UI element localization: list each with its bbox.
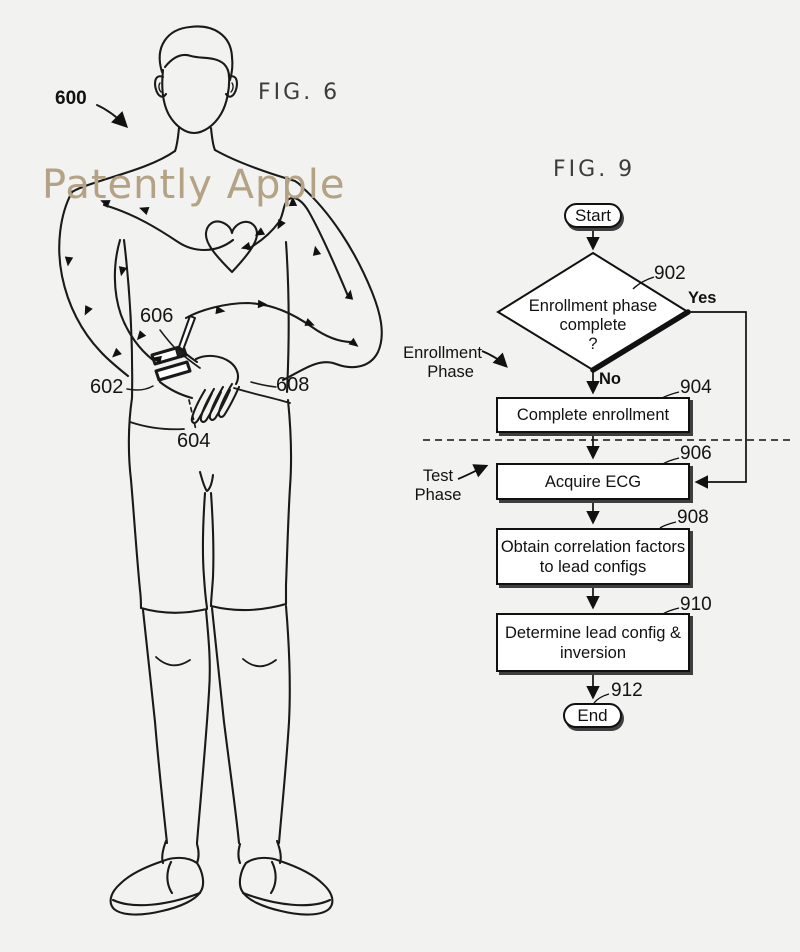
flowchart-lines <box>423 227 795 704</box>
smartwatch <box>150 344 192 382</box>
decision-line-3: ? <box>588 334 598 353</box>
right-ear-icon <box>224 75 239 98</box>
yes-branch-line <box>688 311 747 489</box>
process-904-line-1: Complete enrollment <box>516 406 670 424</box>
digital-crown <box>178 315 196 351</box>
flow-line-right-chest <box>246 196 350 298</box>
ref-904: 904 <box>680 377 712 398</box>
process-910-line-2: inversion <box>559 643 627 662</box>
callout-604-label: 604 <box>177 430 211 452</box>
enrollment-phase-label: Enrollment Phase <box>398 344 482 382</box>
callout-606-label: 606 <box>140 305 174 327</box>
ref-910: 910 <box>680 594 712 615</box>
flow-arrowheads <box>64 196 359 365</box>
end-label: End <box>577 705 608 725</box>
leader-606 <box>159 329 177 350</box>
test-phase-line-2: Phase <box>414 486 462 504</box>
test-phase-arrow <box>457 464 489 480</box>
left-shoe <box>109 839 205 916</box>
leader-912 <box>593 693 610 704</box>
no-label: No <box>599 370 621 388</box>
enrollment-phase-arrow <box>481 350 508 368</box>
enrollment-phase-line-1: Enrollment <box>403 344 482 362</box>
human-figure <box>58 25 383 916</box>
ref-906: 906 <box>680 443 712 464</box>
face <box>161 68 231 135</box>
start-terminal: Start <box>564 203 622 228</box>
start-label: Start <box>575 205 611 225</box>
touching-hand <box>179 348 241 424</box>
leader-608 <box>250 381 277 388</box>
leader-908 <box>659 521 677 529</box>
right-shoe <box>237 839 334 916</box>
ref-600-arrow <box>96 104 129 129</box>
ref-902: 902 <box>654 263 686 284</box>
hairline <box>163 53 231 79</box>
figure-ref-600: 600 <box>55 88 87 109</box>
decision-line-1: Enrollment phase <box>528 296 658 315</box>
test-phase-label: Test Phase <box>412 467 464 505</box>
fig9-title: FIG. 9 <box>553 157 636 182</box>
process-908-line-2: to lead configs <box>539 557 647 576</box>
process-box-904: Complete enrollment <box>496 397 690 433</box>
process-906-line-1: Acquire ECG <box>544 472 642 491</box>
ref-912: 912 <box>611 680 643 701</box>
watermark: Patently Apple <box>42 162 346 208</box>
left-ear-icon <box>153 75 168 98</box>
fig6-title: FIG. 6 <box>258 80 341 105</box>
callout-602-label: 602 <box>90 376 124 398</box>
leader-902 <box>632 276 655 290</box>
decision-text: Enrollment phase complete ? <box>500 293 686 357</box>
test-phase-line-1: Test <box>422 467 454 485</box>
process-908-line-1: Obtain correlation factors <box>500 537 686 556</box>
end-terminal: End <box>563 703 622 728</box>
leader-604 <box>188 399 197 431</box>
hair <box>158 25 234 82</box>
process-box-906: Acquire ECG <box>496 463 690 500</box>
flow-line-left-chest <box>102 203 235 252</box>
process-box-908: Obtain correlation factors to lead confi… <box>496 528 690 585</box>
ref-908: 908 <box>677 507 709 528</box>
decision-line-2: complete <box>559 315 627 334</box>
leader-602 <box>126 385 154 391</box>
enrollment-phase-line-2: Phase <box>427 363 474 381</box>
callout-608-label: 608 <box>276 374 310 396</box>
process-910-line-1: Determine lead config & <box>504 623 682 642</box>
yes-label: Yes <box>688 289 717 307</box>
process-box-910: Determine lead config & inversion <box>496 613 690 672</box>
